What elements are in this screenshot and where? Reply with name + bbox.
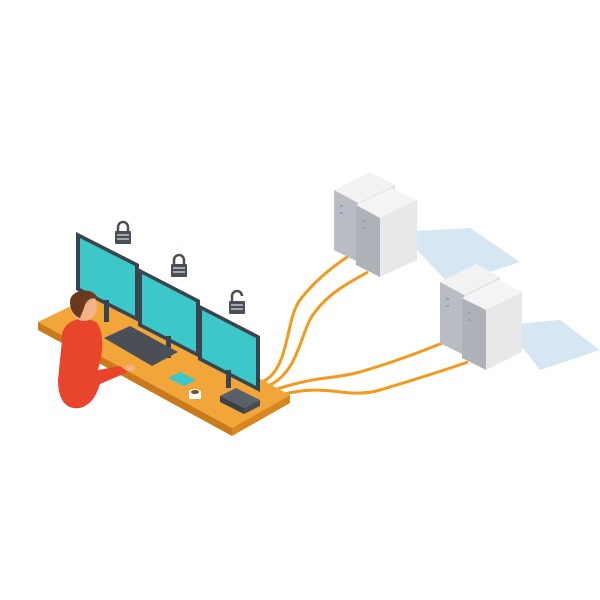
padlock-unlocked-icon [229, 289, 245, 314]
cable [267, 270, 369, 388]
monitor-1 [76, 232, 139, 322]
padlock-locked-icon [115, 220, 131, 244]
keyboard [104, 326, 178, 366]
cables [261, 253, 469, 397]
kvm-switch-box [220, 388, 260, 414]
padlock-locked-icon [171, 253, 187, 277]
monitor-3 [198, 304, 260, 392]
server-shadow [400, 228, 520, 285]
server-rack-2 [440, 264, 522, 370]
tablet [168, 372, 196, 386]
cable [273, 338, 451, 392]
coffee-cup [189, 389, 201, 399]
cable [261, 253, 351, 384]
cable [279, 360, 469, 397]
person [58, 290, 135, 409]
server-shadow [505, 320, 600, 370]
server-rack-1 [334, 172, 417, 277]
